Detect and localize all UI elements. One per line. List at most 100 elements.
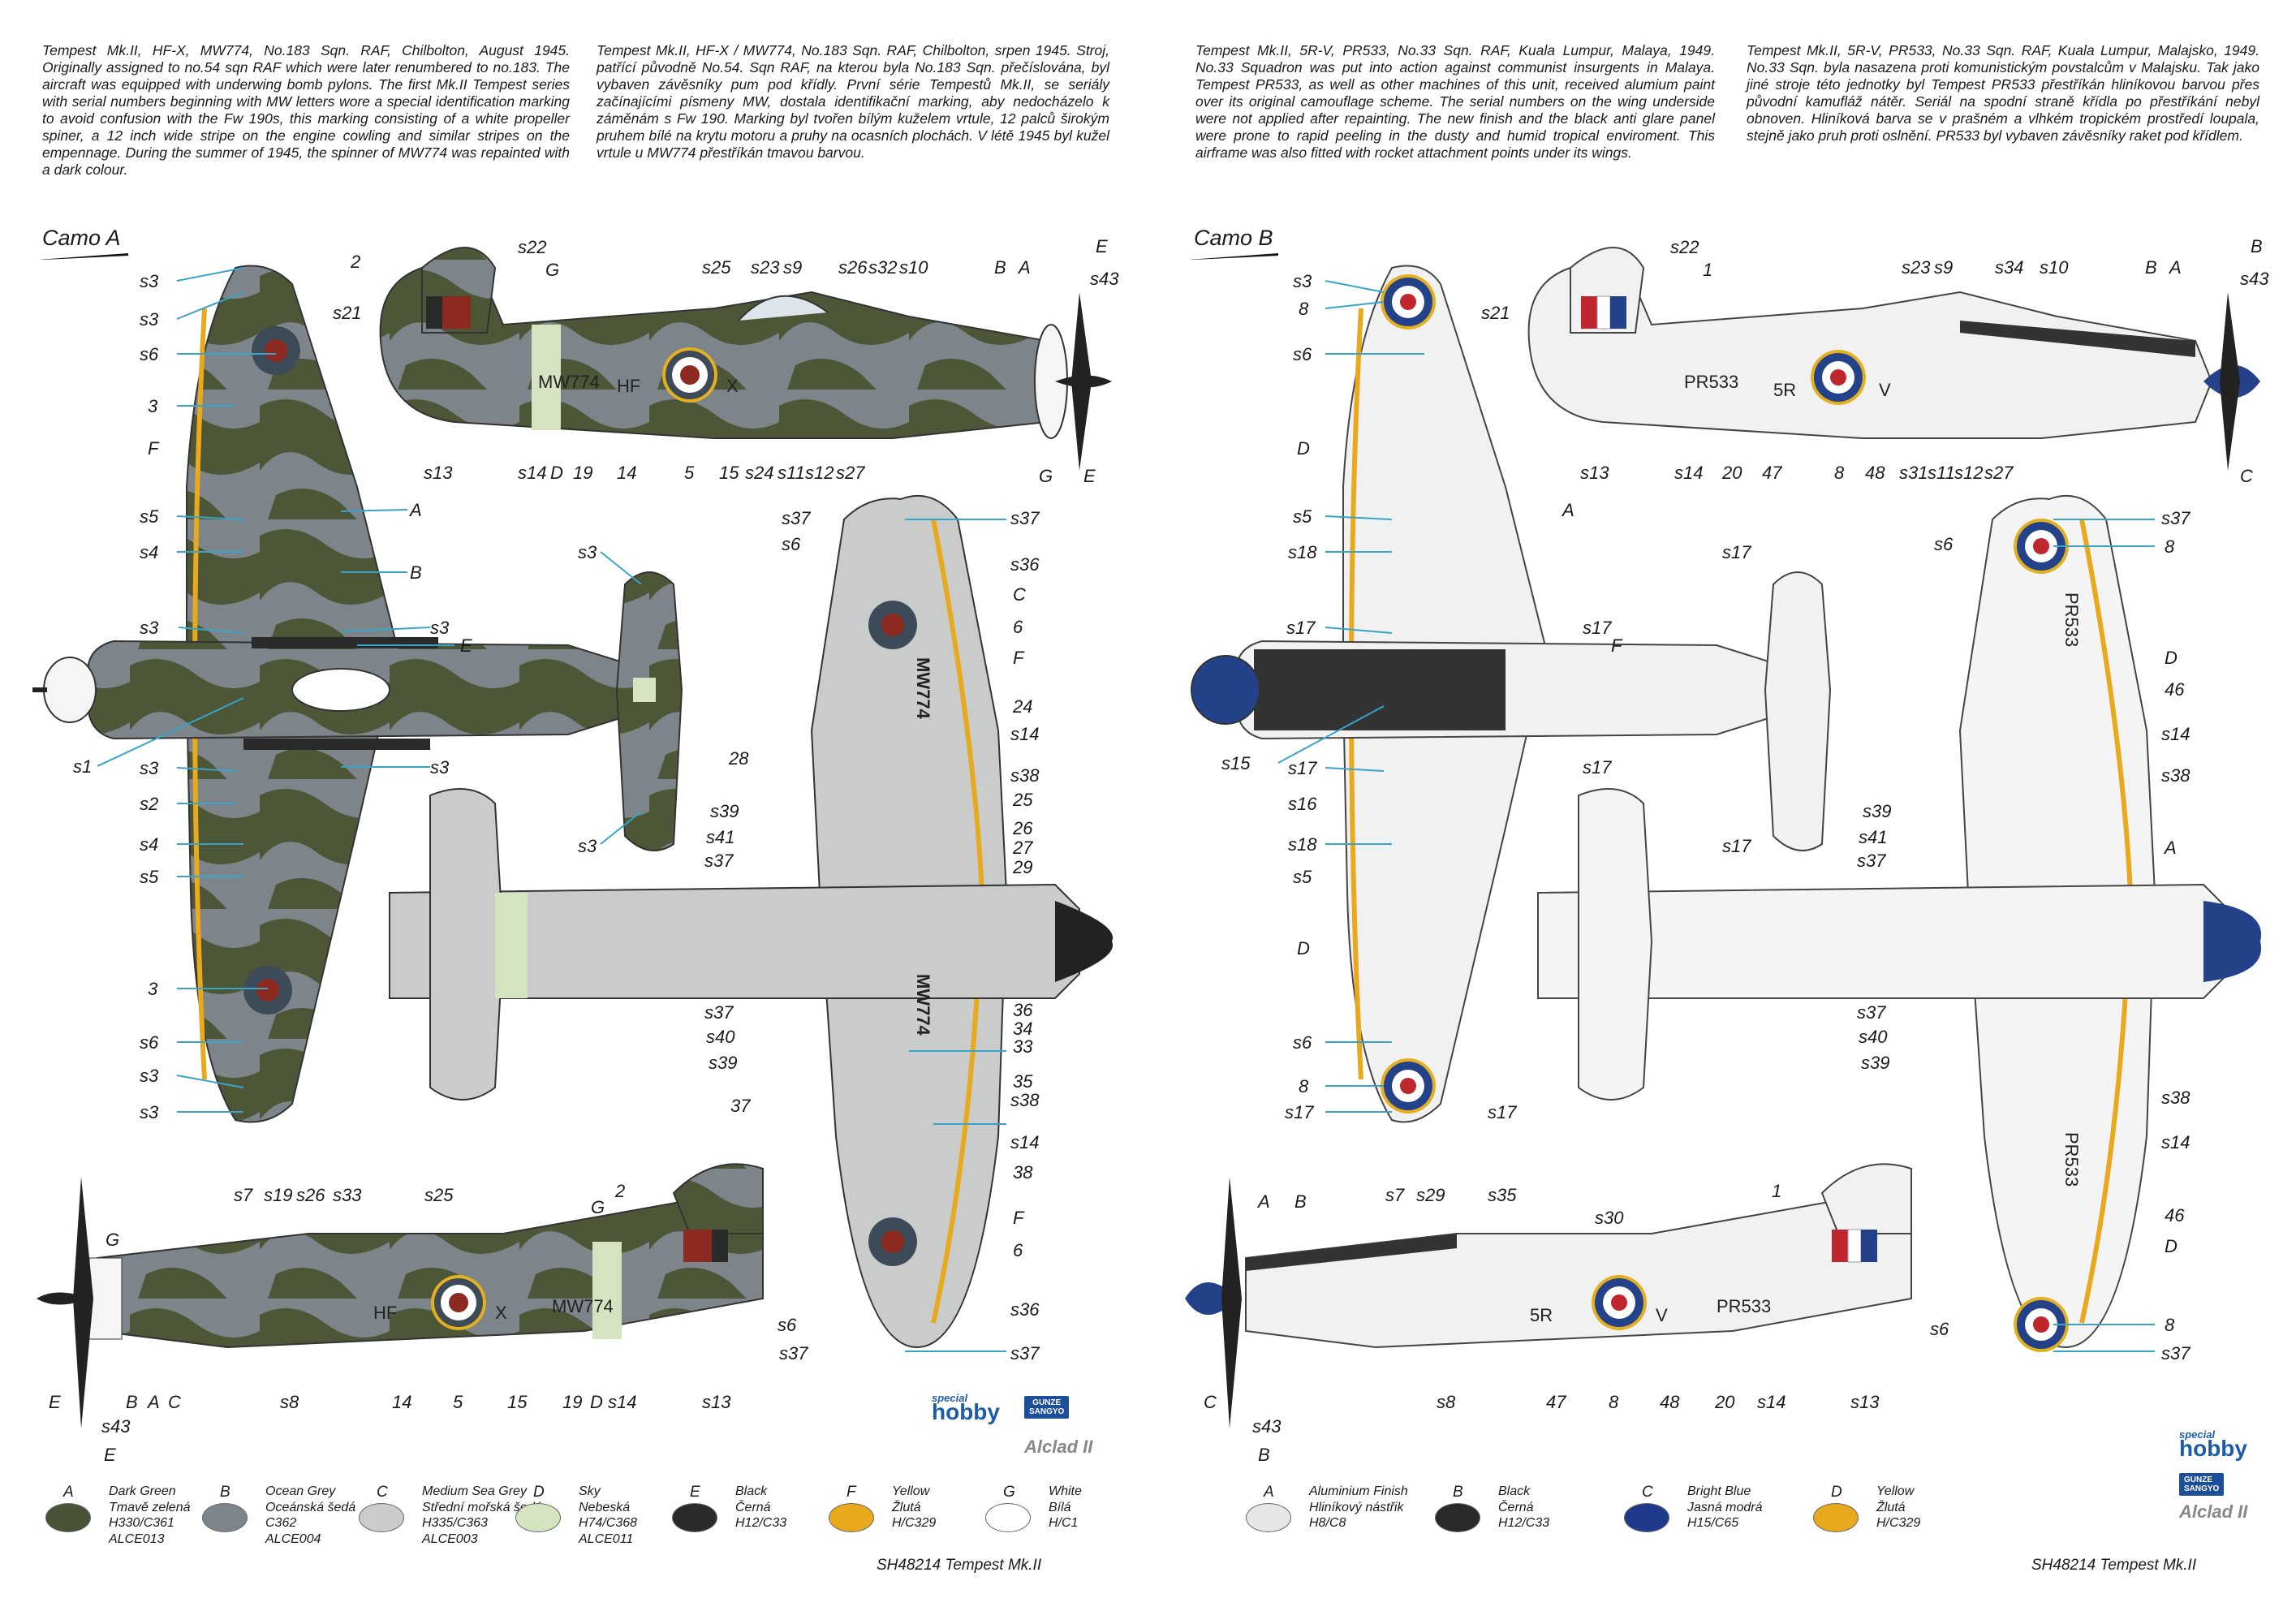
serial-side-lower: MW774	[552, 1296, 614, 1316]
label-s38: s38	[1010, 765, 1040, 786]
label-s11: s11	[778, 463, 805, 483]
label-s10: s10	[899, 257, 928, 278]
camo-b-drawing: 5R V PR533 PR533 PR533 5R	[1185, 236, 2269, 1465]
label-36: 36	[1013, 1000, 1033, 1020]
label-s5: s5	[1293, 506, 1312, 527]
label-A: A	[1256, 1191, 1270, 1212]
alclad-logo: Alclad II	[1024, 1437, 1093, 1457]
label-E: E	[1096, 236, 1108, 256]
label-48: 48	[1660, 1392, 1680, 1412]
fuselage-code-right-lower: X	[495, 1303, 507, 1323]
label-A: A	[146, 1392, 160, 1412]
label-s17: s17	[1285, 1102, 1314, 1122]
label-s8: s8	[280, 1392, 299, 1412]
label-20: 20	[1714, 1392, 1735, 1412]
camo-title: Camo B	[1194, 226, 1273, 250]
camo-title: Camo A	[42, 226, 121, 250]
swatch-line: Yellow	[1876, 1484, 1915, 1498]
swatch-line: Černá	[735, 1500, 771, 1514]
label-s13: s13	[424, 463, 453, 483]
serial-side-upper: MW774	[538, 372, 600, 392]
swatch-letter: G	[1003, 1484, 1015, 1501]
label-s37: s37	[1857, 1002, 1886, 1023]
label-s3: s3	[140, 309, 159, 330]
swatch-letter: A	[1264, 1484, 1274, 1501]
label-s12: s12	[805, 463, 834, 483]
color-chip	[515, 1503, 561, 1532]
description-english: Tempest Mk.II, HF-X, MW774, No.183 Sqn. …	[42, 42, 570, 178]
label-29: 29	[1012, 857, 1032, 877]
label-48: 48	[1865, 463, 1885, 483]
label-s14: s14	[2161, 724, 2190, 744]
label-s37: s37	[1857, 851, 1886, 871]
label-C: C	[1013, 584, 1026, 605]
color-chip	[985, 1503, 1031, 1532]
label-s14: s14	[518, 463, 546, 483]
label-s13: s13	[1850, 1392, 1880, 1412]
label-s40: s40	[706, 1027, 735, 1047]
title-underline	[39, 253, 128, 260]
special-hobby-logo: special hobby	[2179, 1428, 2247, 1461]
serial-wing-top: PR533	[2061, 592, 2082, 647]
label-s14: s14	[1674, 463, 1703, 483]
swatch-line: Žlutá	[892, 1500, 921, 1514]
underside-view-aircraft: MW774 MW774	[389, 494, 1114, 1349]
label-s5: s5	[140, 867, 159, 887]
callout-labels: s3 8 s6 D s5 s18 s17 s15 s17 s16 s18 s5 …	[1204, 236, 2269, 1465]
label-26: 26	[1012, 818, 1033, 838]
label-34: 34	[1013, 1019, 1032, 1039]
label-G: G	[106, 1230, 119, 1250]
label-s30: s30	[1595, 1208, 1624, 1228]
side-view-lower-aircraft: HF X MW774	[37, 1163, 764, 1428]
swatch-line: Medium Sea Grey	[422, 1484, 527, 1498]
label-D: D	[2165, 648, 2178, 668]
label-B: B	[1258, 1445, 1270, 1465]
label-A: A	[408, 500, 422, 520]
color-chip	[672, 1503, 717, 1532]
label-s37: s37	[782, 508, 811, 528]
swatch-line: ALCE013	[109, 1531, 165, 1546]
label-s37: s37	[1010, 1343, 1040, 1363]
swatch-line: Hliníkový nástřik	[1309, 1500, 1404, 1514]
label-8: 8	[1834, 463, 1845, 483]
label-s36: s36	[1010, 554, 1040, 575]
label-37: 37	[730, 1096, 751, 1116]
swatch-letter: F	[846, 1484, 856, 1501]
label-s23: s23	[751, 257, 780, 278]
label-F: F	[1013, 648, 1025, 668]
footer-code: SH48214 Tempest Mk.II	[2031, 1557, 2197, 1574]
label-3: 3	[148, 396, 158, 416]
swatch-line: Sky	[579, 1484, 601, 1498]
swatch-line: H330/C361	[109, 1516, 174, 1530]
label-38: 38	[1013, 1162, 1033, 1182]
label-s14: s14	[1010, 1132, 1039, 1152]
fuselage-code-left-lower: HF	[373, 1303, 397, 1323]
leader-lines	[1277, 280, 2155, 1352]
swatch-line: H8/C8	[1309, 1516, 1346, 1530]
label-8: 8	[2165, 1315, 2175, 1335]
underside-view-aircraft: PR533 PR533	[1537, 494, 2262, 1352]
label-s32: s32	[868, 257, 897, 278]
label-s14: s14	[1010, 724, 1039, 744]
fuselage-code-left: 5R	[1773, 380, 1796, 400]
color-chip	[45, 1503, 91, 1532]
label-s35: s35	[1488, 1185, 1517, 1205]
swatch-letter: B	[220, 1484, 230, 1501]
swatch-line: White	[1049, 1484, 1082, 1498]
label-s26: s26	[838, 257, 868, 278]
label-47: 47	[1546, 1392, 1566, 1412]
label-E: E	[49, 1392, 61, 1412]
label-s41: s41	[1859, 827, 1887, 847]
label-s37: s37	[779, 1343, 808, 1363]
swatch-letter: D	[533, 1484, 545, 1501]
label-s3: s3	[430, 618, 450, 638]
serial-wing-bottom: MW774	[913, 974, 933, 1036]
